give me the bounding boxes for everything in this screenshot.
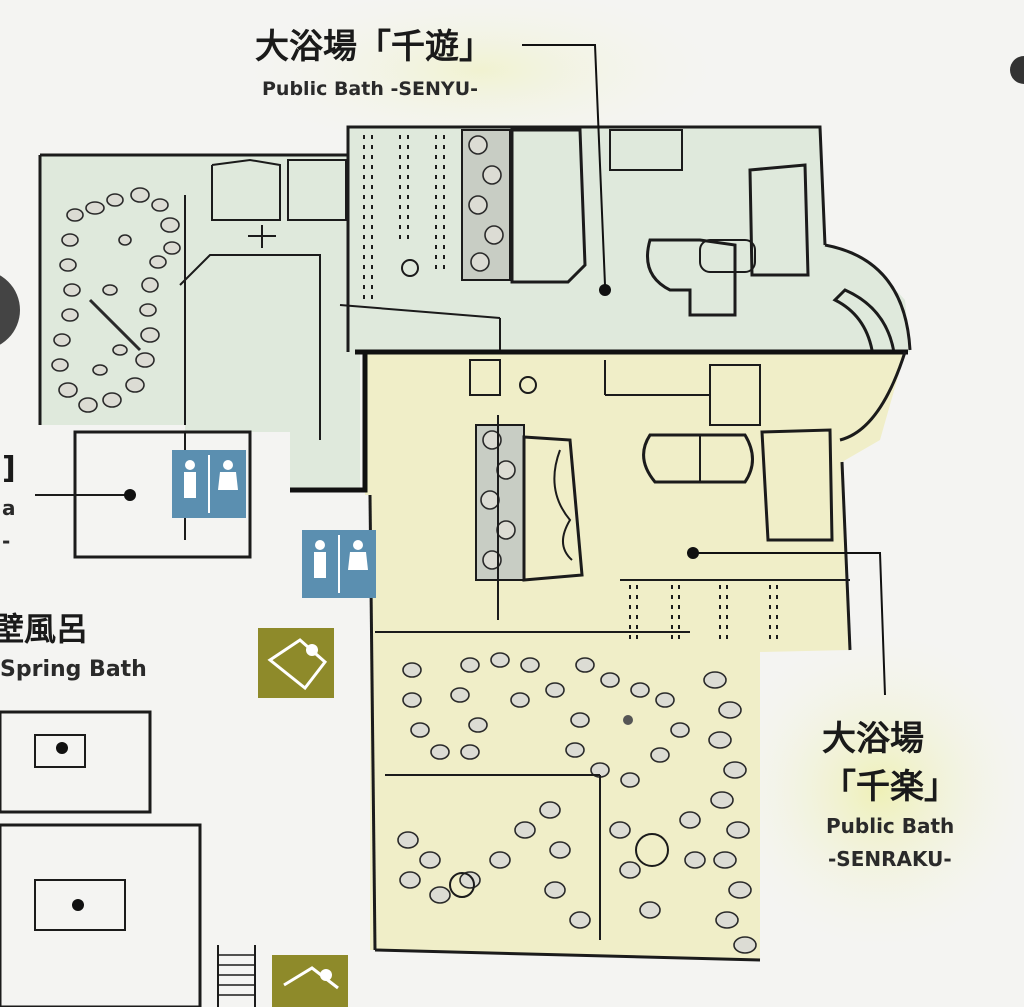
senyu-rect-tub [748,163,810,277]
senyu-entry-room [211,158,281,221]
senyu-small-tub [609,129,683,171]
senraku-marker-dot [687,547,699,559]
senyu-leader-line [522,44,606,286]
senyu-locker-room [287,159,347,221]
senraku-leader-line [697,552,886,696]
left-partial-jp: ] [2,451,16,486]
senyu-marker-dot [599,284,611,296]
right-edge-disc [1010,56,1024,84]
senraku-glow [710,620,1024,960]
senraku-shower-rows [629,585,778,645]
senyu-round-tub [646,238,737,317]
left-partial-en-dash: - [2,529,10,553]
senraku-zone [290,349,908,962]
senyu-en-label: Public Bath -SENYU- [262,78,478,100]
senyu-changing-room [179,254,321,440]
senyu-round-end [824,243,912,351]
left-stairs [217,945,256,1007]
senyu-main-bath [510,128,587,284]
emergency-exit-icon[interactable] [258,628,334,698]
senraku-oval-tub [642,433,754,484]
senyu-area-fill [40,127,910,490]
spring-bath-jp-label: 壁風呂 [0,610,88,648]
senyu-shower-rows [363,135,445,300]
restroom-icon[interactable] [172,450,246,518]
senyu-glow [220,0,740,160]
senraku-rect-tub [760,428,834,542]
senraku-jp-line1: 大浴場 [822,719,924,759]
senraku-main-bath [522,435,584,582]
senyu-garden [51,187,181,413]
senraku-en-line2: -SENRAKU- [828,847,952,871]
restroom-icon[interactable] [302,530,376,598]
senyu-zone [38,125,912,490]
left-room-c [0,823,202,1007]
left-rooms [0,430,256,1007]
spring-bath-en-label: Spring Bath [0,657,147,682]
senraku-garden [385,652,757,954]
zone-boundary-step [290,352,368,493]
left-partial-en-a: a [2,496,16,520]
senyu-jp-label: 大浴場「千遊」 [255,27,493,67]
left-edge-disc [0,275,20,345]
senraku-jp-line2: 「千楽」 [822,767,958,807]
emergency-exit-icon[interactable] [272,955,348,1007]
senraku-en-line1: Public Bath [826,814,954,838]
left-room-b [0,710,152,814]
